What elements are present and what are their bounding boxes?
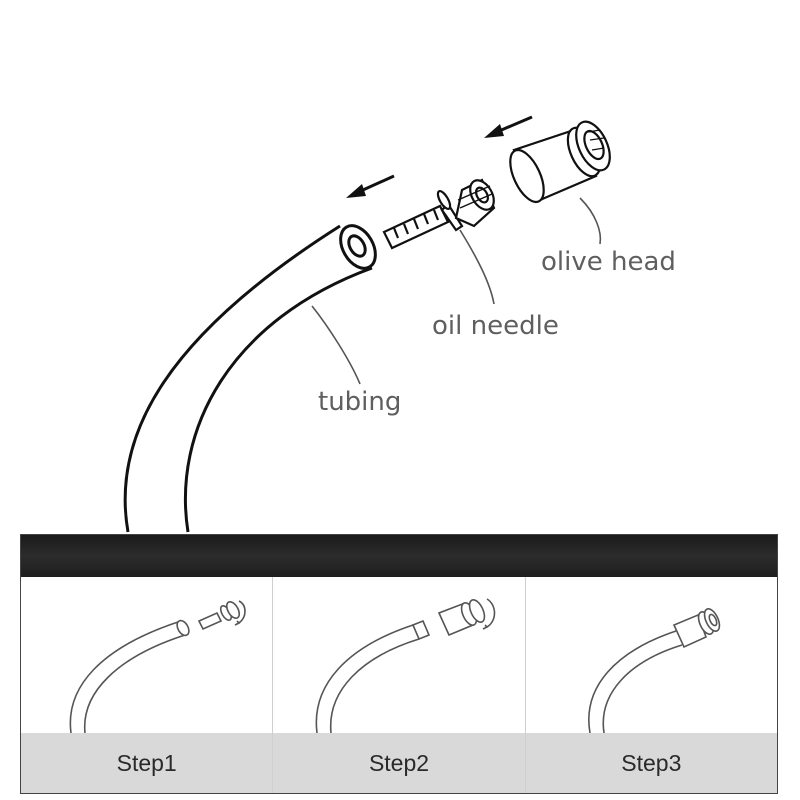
step-1-panel: Step1: [21, 577, 273, 793]
oil-needle-illustration: [382, 178, 496, 250]
step-2-label: Step2: [273, 733, 525, 793]
step-1-illustration: [69, 600, 246, 733]
main-diagram: olive head oil needle tubing: [123, 115, 676, 533]
olive-head-label: olive head: [541, 247, 676, 277]
arrow-left-icon: [346, 174, 395, 198]
arrow-left-icon: [484, 115, 533, 138]
steps-header-bar: [21, 535, 777, 577]
leader-lines: [311, 197, 602, 385]
steps-panel: Step1 Step2: [20, 534, 778, 794]
steps-row: Step1 Step2: [21, 577, 777, 793]
step-1-label: Step1: [21, 733, 273, 793]
step-3-panel: Step3: [524, 577, 777, 793]
tubing-illustration: [123, 224, 377, 533]
step-3-illustration: [587, 608, 720, 733]
oil-needle-label: oil needle: [432, 311, 559, 341]
tubing-label: tubing: [318, 387, 401, 417]
step-3-label: Step3: [525, 733, 777, 793]
step-2-panel: Step2: [272, 577, 525, 793]
olive-head-illustration: [509, 120, 611, 204]
step-2-illustration: [315, 598, 496, 733]
